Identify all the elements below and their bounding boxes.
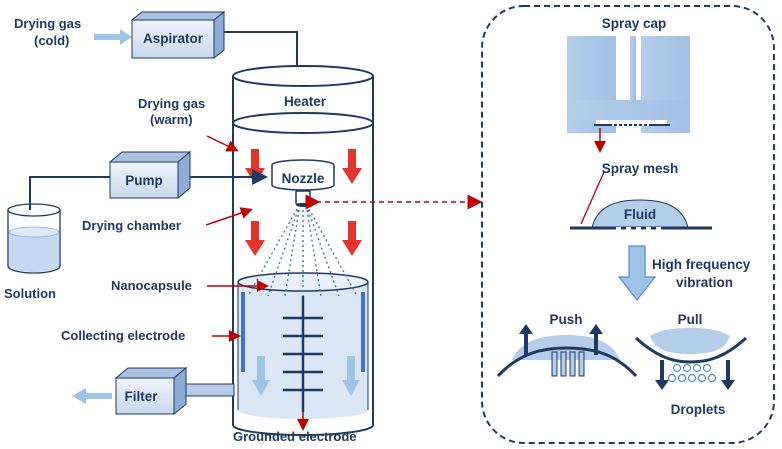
drying-chamber-pointer — [205, 207, 253, 226]
grounded-electrode-label: Grounded electrode — [233, 429, 357, 444]
filter-pipe — [185, 383, 235, 397]
aspirator-label: Aspirator — [143, 31, 204, 46]
cold-gas-inflow-arrow — [94, 29, 132, 45]
nozzle — [271, 159, 335, 207]
drying-chamber-label: Drying chamber — [82, 218, 181, 233]
droplets-label: Droplets — [671, 402, 726, 417]
filter-label: Filter — [124, 389, 158, 404]
aspirator-box — [130, 10, 226, 60]
filter-box — [114, 366, 188, 416]
solution-beaker — [7, 203, 61, 274]
spray-cap-label: Spray cap — [602, 16, 667, 31]
drying-gas-cold-sublabel: (cold) — [34, 33, 69, 48]
nozzle-detail-panel — [481, 5, 775, 444]
exhaust-outflow-arrow — [72, 388, 112, 404]
fluid-pointer — [580, 171, 605, 225]
pump-label: Pump — [125, 173, 163, 188]
spray-mesh-label: Spray mesh — [602, 161, 679, 176]
aspirator-to-heater-line — [224, 31, 305, 82]
grounded-electrode — [283, 296, 323, 412]
fluid-label: Fluid — [624, 207, 656, 222]
spray-cap — [567, 36, 690, 133]
collecting-electrode-right — [361, 292, 365, 372]
drying-gas-cold-label: Drying gas — [14, 16, 81, 31]
collecting-electrode-label: Collecting electrode — [61, 328, 185, 343]
drying-cylinder — [232, 65, 374, 436]
nozzle-label: Nozzle — [282, 171, 325, 186]
pump-box — [108, 150, 192, 200]
warm-gas-pointer — [206, 135, 239, 152]
spray-cone — [247, 208, 358, 297]
heater-label: Heater — [284, 94, 327, 109]
pull-label: Pull — [678, 312, 703, 327]
pull-illustration — [634, 328, 748, 390]
nanocapsule-label: Nanocapsule — [111, 278, 192, 293]
push-illustration — [496, 324, 638, 378]
downflow-arrows — [252, 356, 360, 396]
vibration-label: High frequency — [652, 257, 751, 272]
vibration-arrow — [617, 245, 657, 301]
collecting-electrode-left — [241, 292, 245, 372]
push-label: Push — [549, 312, 582, 327]
fluid-on-mesh — [570, 199, 712, 230]
drying-gas-warm-sublabel: (warm) — [150, 112, 193, 127]
solution-label: Solution — [4, 286, 56, 301]
drying-gas-warm-label: Drying gas — [138, 96, 205, 111]
vibration-sublabel: vibration — [676, 275, 733, 290]
